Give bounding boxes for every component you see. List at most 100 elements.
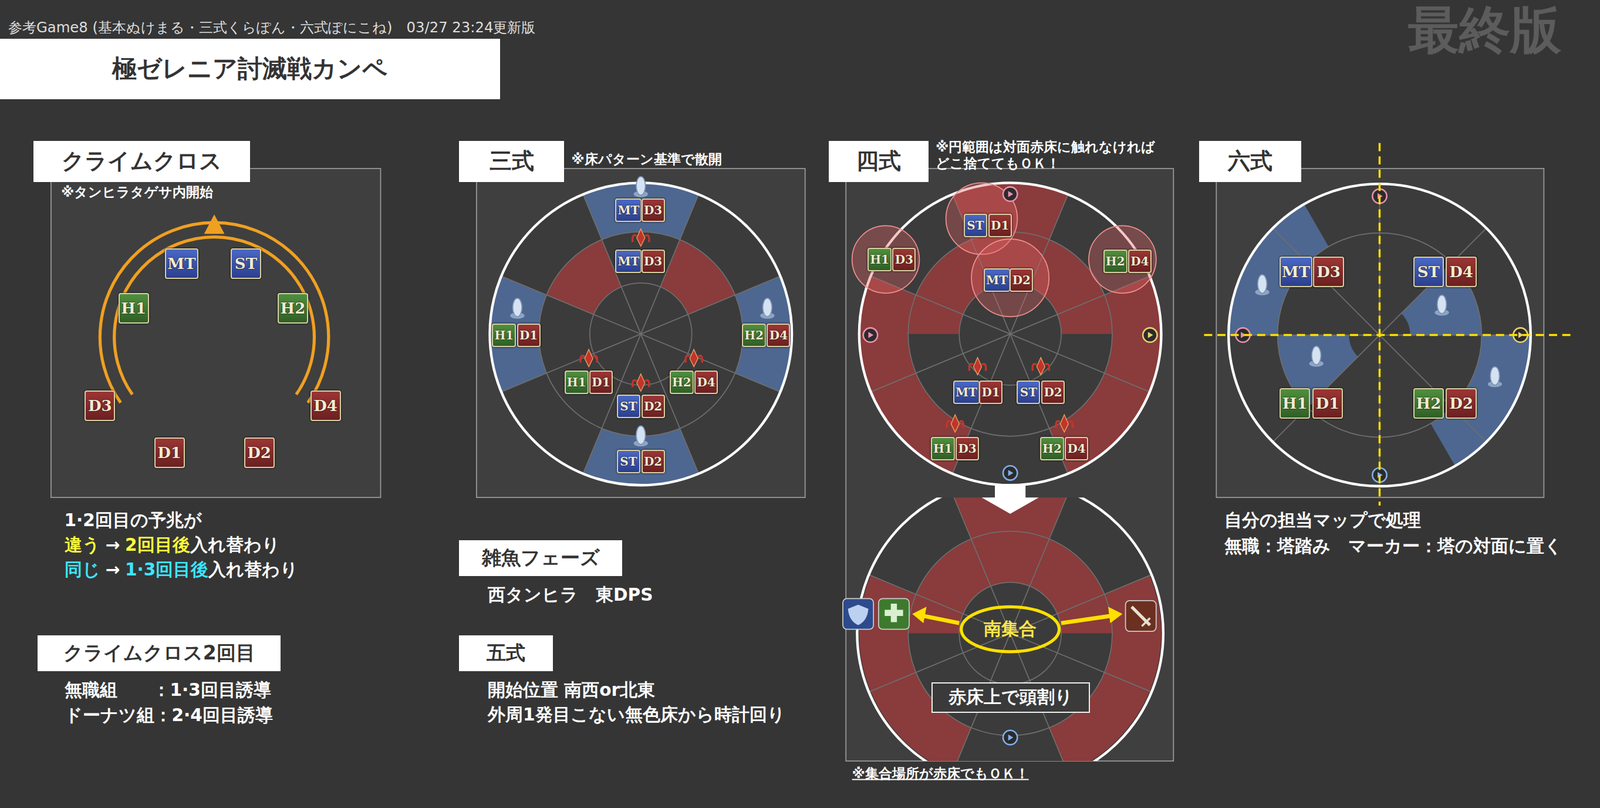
role-marker: D4 (766, 323, 791, 347)
role-marker: D3 (1312, 256, 1344, 288)
node-text: D4 (313, 396, 338, 415)
floor-line (868, 574, 1152, 693)
puddle-icon (969, 363, 986, 371)
role-marker: D2 (1445, 387, 1477, 419)
floor-ring (907, 231, 1113, 437)
puddle-icon (973, 357, 982, 376)
note-text: 違う (64, 534, 101, 555)
note-text: 2回目後 (125, 534, 191, 555)
node-text: H2 (1105, 254, 1126, 269)
tower-icon (512, 298, 523, 317)
node-text: D1 (519, 328, 538, 343)
node-text: D4 (696, 375, 715, 390)
node-text: クライムクロス2回目 (63, 639, 256, 667)
role-marker: H2 (669, 370, 694, 394)
floor-sector (859, 575, 972, 761)
waymark (1003, 186, 1018, 201)
floor-line (951, 497, 1069, 761)
node-text: D4 (1449, 262, 1474, 281)
aoe-circle (971, 238, 1049, 317)
floor-line (582, 194, 699, 474)
tower-icon (1437, 295, 1447, 314)
role-marker: H1 (1279, 387, 1311, 419)
node-text: H1 (494, 328, 514, 343)
role-marker: H2 (277, 292, 309, 324)
puddle-icon (1032, 363, 1049, 371)
node-text: D3 (88, 396, 113, 415)
role-marker: D4 (1064, 436, 1089, 461)
role-marker: D1 (154, 437, 185, 468)
node-text: 四式 (856, 146, 901, 177)
note-text: 参考Game8 (基本ぬけまる・三式くらぽん・六式ぽにこね) 03/27 23:… (8, 18, 536, 36)
waymark (863, 327, 878, 342)
floor-sector (660, 239, 735, 315)
puddle-icon (632, 380, 650, 388)
axis-line (1378, 143, 1381, 506)
note-text: 1·3回目後 (125, 559, 209, 580)
floor-sector (1049, 275, 1162, 474)
aoe-circle (852, 225, 920, 293)
text-line: 1·2回目の予兆が (64, 508, 202, 533)
rotation-arc (99, 222, 329, 403)
node-text: H1 (566, 375, 587, 390)
role-marker: H1 (564, 370, 589, 394)
section-header: 三式 (458, 140, 565, 182)
text-line: ※床パターン基準で散開 (571, 150, 722, 169)
text-line: 無職組 ：1·3回目誘導 (64, 678, 272, 702)
floor-line (952, 194, 1069, 474)
text-line: 外周1発目こない無色床から時計回り (487, 703, 786, 727)
tower-icon (1490, 366, 1500, 386)
node-text: MT (617, 203, 640, 218)
note-text: ※タンヒラタゲサ内開始 (61, 184, 214, 200)
role-marker: H2 (1413, 387, 1444, 419)
node-text: D1 (990, 218, 1009, 233)
node-text: ST (1417, 262, 1440, 281)
waymark (1008, 734, 1014, 741)
node-text: H1 (120, 299, 147, 317)
role-marker: MT (615, 249, 642, 273)
title-box: 極ゼレニア討滅戦カンペ (0, 38, 501, 100)
lower-arena (856, 497, 1164, 761)
role-marker: H1 (491, 323, 516, 347)
arena-edge (489, 182, 792, 485)
role-marker: D3 (641, 249, 666, 273)
node-text: D4 (769, 328, 788, 343)
floor-ring (589, 282, 693, 386)
panel (51, 168, 381, 498)
dps-icon (1141, 617, 1150, 626)
floor-line (952, 194, 1069, 474)
role-marker: D4 (694, 370, 718, 394)
node-text: H2 (1042, 441, 1062, 456)
role-marker: H2 (741, 323, 766, 347)
arena-floor (856, 497, 1164, 761)
puddle-icon (950, 414, 960, 432)
direction-triangle (204, 214, 225, 234)
node-text: D2 (643, 454, 663, 469)
section-header: 四式 (828, 140, 929, 182)
node-text: D4 (1067, 441, 1086, 456)
rotation-arc (114, 237, 315, 395)
node-text: D1 (591, 375, 610, 390)
puddle-icon (636, 373, 646, 392)
text-line: ※集合場所が赤床でもＯＫ！ (852, 763, 1029, 782)
panel (476, 168, 806, 498)
waymark (1142, 327, 1157, 342)
puddle-icon (632, 235, 650, 243)
node-text: 南集合 (983, 617, 1037, 641)
node-text: ST (966, 218, 984, 233)
note-text: 無職組 ：1·3回目誘導 (64, 679, 272, 700)
node-text: H1 (869, 252, 890, 267)
text-line: 開始位置 南西or北東 (487, 678, 656, 702)
section-header: クライムクロス2回目 (37, 635, 281, 671)
text-line: ※タンヒラタゲサ内開始 (61, 183, 214, 202)
node-text: D1 (1315, 394, 1340, 413)
section-header: 雑魚フェーズ (458, 539, 623, 576)
text-line: 違う→2回目後入れ替わり (64, 533, 280, 558)
yellow-arrow (1108, 606, 1123, 623)
healer-icon (878, 598, 910, 629)
puddle-icon (584, 349, 593, 367)
puddle-icon (685, 355, 702, 363)
role-marker: D3 (955, 436, 980, 461)
text-line: 無職：塔踏み マーカー：塔の対面に置く (1224, 534, 1563, 559)
node-text: 三式 (489, 146, 535, 177)
